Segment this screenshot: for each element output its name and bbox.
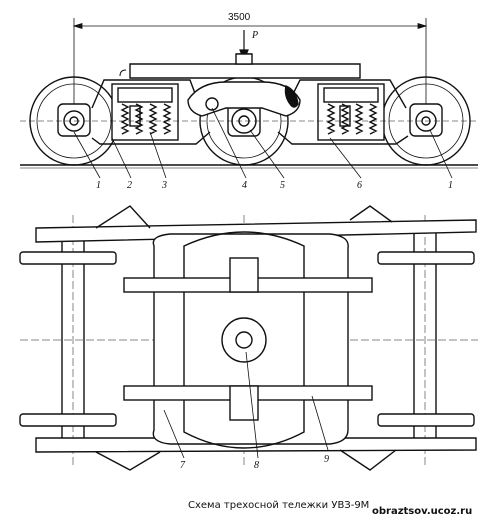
plan-view xyxy=(19,205,478,471)
callout-2: 2 xyxy=(127,180,132,191)
spring-set-right xyxy=(317,83,385,141)
side-view xyxy=(20,18,478,169)
callout-7: 7 xyxy=(180,460,186,471)
callout-4: 4 xyxy=(242,180,247,191)
callout-9: 9 xyxy=(324,454,329,465)
callout-6: 6 xyxy=(357,180,362,191)
dimension-label: 3500 xyxy=(228,12,251,23)
callout-8: 8 xyxy=(254,460,259,471)
axle-right xyxy=(413,215,437,465)
side-frame-top xyxy=(35,219,477,243)
watermark: obraztsov.ucoz.ru xyxy=(372,506,472,517)
callout-5: 5 xyxy=(280,180,285,191)
callout-3: 3 xyxy=(161,180,167,191)
callout-1-left: 1 xyxy=(96,180,101,191)
bolster-beam xyxy=(129,63,361,79)
axle-left xyxy=(61,215,85,465)
spring-set-left xyxy=(111,83,179,141)
centre-pivot xyxy=(221,317,267,363)
leader-lines xyxy=(73,107,453,459)
dimension-3500 xyxy=(72,18,428,110)
callout-1-right: 1 xyxy=(448,180,453,191)
side-frame xyxy=(91,79,409,145)
caption: Схема трехосной тележки УВЗ-9М xyxy=(188,500,369,511)
load-label: P xyxy=(251,30,258,41)
